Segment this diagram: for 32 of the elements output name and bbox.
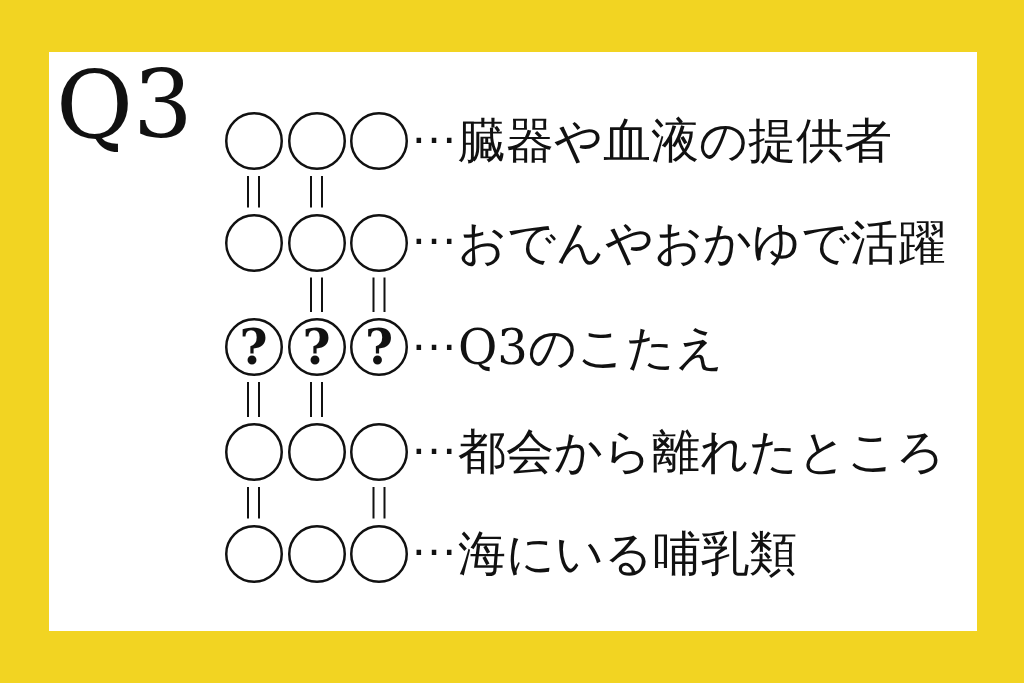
question-mark: ? [239, 321, 268, 373]
equals-sign [372, 486, 386, 520]
answer-circle [350, 423, 408, 481]
clue-text: …Q3のこたえ [410, 315, 724, 377]
answer-circle [224, 112, 283, 170]
answer-circle [224, 318, 283, 376]
answer-circle [350, 524, 408, 583]
answer-circle [224, 213, 283, 272]
equals-sign [247, 486, 260, 520]
answer-circle [350, 318, 408, 376]
clue-text: …臓器や血液の提供者 [410, 109, 892, 169]
clue-text: …都会から離れたところ [410, 420, 945, 480]
equals-sign [247, 175, 260, 209]
answer-circle [224, 423, 283, 481]
answer-circle [287, 112, 346, 170]
equals-sign [310, 175, 323, 209]
title-text: Q3 [56, 58, 193, 152]
answer-circle [287, 423, 346, 481]
answer-circle [287, 524, 346, 583]
clue-text: …おでんやおかゆで活躍 [410, 210, 946, 271]
equals-sign [247, 381, 260, 418]
equals-sign [310, 276, 323, 313]
equals-sign [372, 276, 386, 313]
answer-circle [350, 213, 408, 272]
question-mark: ? [364, 321, 394, 373]
answer-circle [224, 524, 283, 583]
answer-circle [350, 112, 408, 170]
equals-sign [310, 381, 323, 418]
answer-circle [287, 213, 346, 272]
answer-circle [287, 318, 346, 376]
question-mark: ? [302, 321, 331, 373]
clue-text: …海にいる哺乳類 [410, 521, 797, 582]
